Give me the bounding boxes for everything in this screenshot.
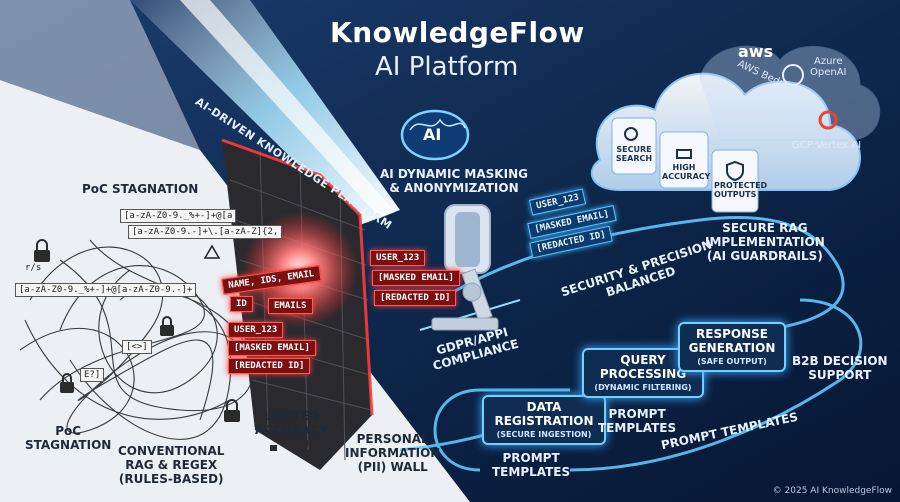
regex-snippet: [a-zA-Z0-9._%+-]+@[a-zA-Z0-9.-]+	[15, 283, 197, 297]
masking-label: AI DYNAMIC MASKING & ANONYMIZATION	[380, 167, 528, 195]
pii-tag: USER_123	[228, 322, 284, 338]
pii-tag: [REDACTED ID]	[228, 358, 311, 374]
step-subtitle: (SECURE INGESTION)	[496, 429, 592, 439]
regex-snippet: [<>]	[122, 340, 152, 354]
pii-wall-label: PERSONAL INFORMATION (PII) WALL	[345, 432, 441, 474]
prompt-templates-label: PROMPT TEMPLATES	[598, 407, 677, 435]
card-secure-search: SECURE SEARCH	[615, 145, 653, 163]
provider-gcp: GCP Vertex AI	[792, 140, 862, 151]
masking-machine	[431, 204, 499, 331]
regex-snippet: [a-zA-Z0-9._%+-]+@[a	[120, 209, 237, 223]
step-query-processing: QUERY PROCESSING (DYNAMIC FILTERING)	[582, 348, 704, 398]
openai-icon	[782, 64, 804, 86]
regex-snippet: r/s	[25, 263, 42, 273]
prompt-templates-label: PROMPT TEMPLATES	[492, 451, 571, 479]
page-subtitle: AI Platform	[375, 52, 519, 82]
accuracy-icon	[676, 149, 692, 159]
ai-beam	[130, 0, 400, 225]
step-data-registration: DATA REGISTRATION (SECURE INGESTION)	[482, 395, 606, 445]
shield-icon	[726, 160, 744, 182]
step-subtitle: (SAFE OUTPUT)	[697, 356, 767, 366]
tangled-lines	[19, 239, 254, 440]
poc-stagnation-bottom: PoC STAGNATION	[25, 424, 112, 452]
step-title: QUERY PROCESSING	[599, 353, 687, 381]
poc-stagnation-top: PoC STAGNATION	[82, 182, 199, 196]
pii-tag: USER_123	[370, 250, 426, 266]
limited-accuracy-label: LIMITED ACCURACY	[255, 409, 328, 437]
ai-icon-text: AI	[423, 125, 442, 144]
cloud	[590, 45, 881, 213]
pii-tag: ID	[230, 296, 253, 312]
secure-rag-label: SECURE RAG IMPLEMENTATION (AI GUARDRAILS…	[705, 221, 825, 263]
b2b-label: B2B DECISION SUPPORT	[792, 354, 888, 382]
search-icon	[624, 127, 638, 141]
step-subtitle: (DYNAMIC FILTERING)	[594, 382, 692, 392]
warning-icon	[203, 244, 221, 259]
gcp-icon	[818, 110, 838, 130]
aws-logo: aws	[738, 42, 774, 61]
step-title: RESPONSE GENERATION	[688, 327, 776, 355]
brain-icon	[400, 109, 470, 161]
regex-snippet: [a-zA-Z0-9.-]+\.[a-zA-Z]{2,	[128, 225, 283, 239]
card-protected-outputs: PROTECTED OUTPUTS	[714, 181, 768, 199]
page-title: KnowledgeFlow	[330, 16, 585, 49]
pii-tag: [MASKED EMAIL]	[228, 340, 316, 356]
conventional-rag-label: CONVENTIONAL RAG & REGEX (RULES-BASED)	[118, 444, 225, 486]
provider-azure-openai: Azure OpenAI	[810, 56, 847, 78]
pii-tag: EMAILS	[268, 298, 313, 314]
copyright: © 2025 AI KnowledgeFlow	[772, 486, 892, 496]
pii-tag: [MASKED EMAIL]	[372, 270, 460, 286]
card-high-accuracy: HIGH ACCURACY	[662, 163, 711, 181]
step-response-generation: RESPONSE GENERATION (SAFE OUTPUT)	[678, 322, 786, 372]
regex-snippet: E?]	[80, 368, 105, 382]
pii-tag: [REDACTED ID]	[374, 290, 457, 306]
lock-icon	[34, 239, 240, 422]
step-title: DATA REGISTRATION	[494, 400, 594, 428]
